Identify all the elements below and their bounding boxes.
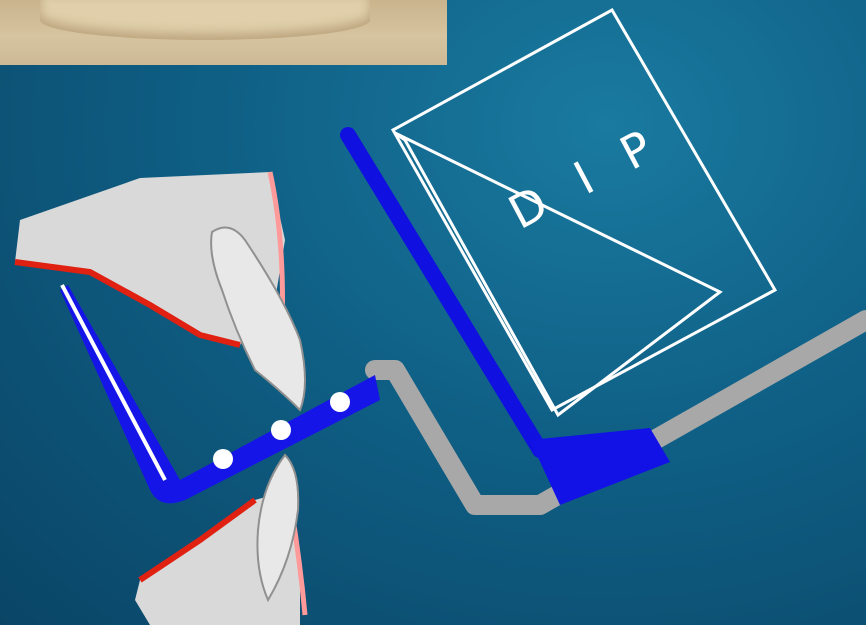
- book-icon: D I P: [393, 10, 775, 415]
- book-label: D I P: [500, 114, 672, 240]
- blue-arm: [348, 135, 540, 450]
